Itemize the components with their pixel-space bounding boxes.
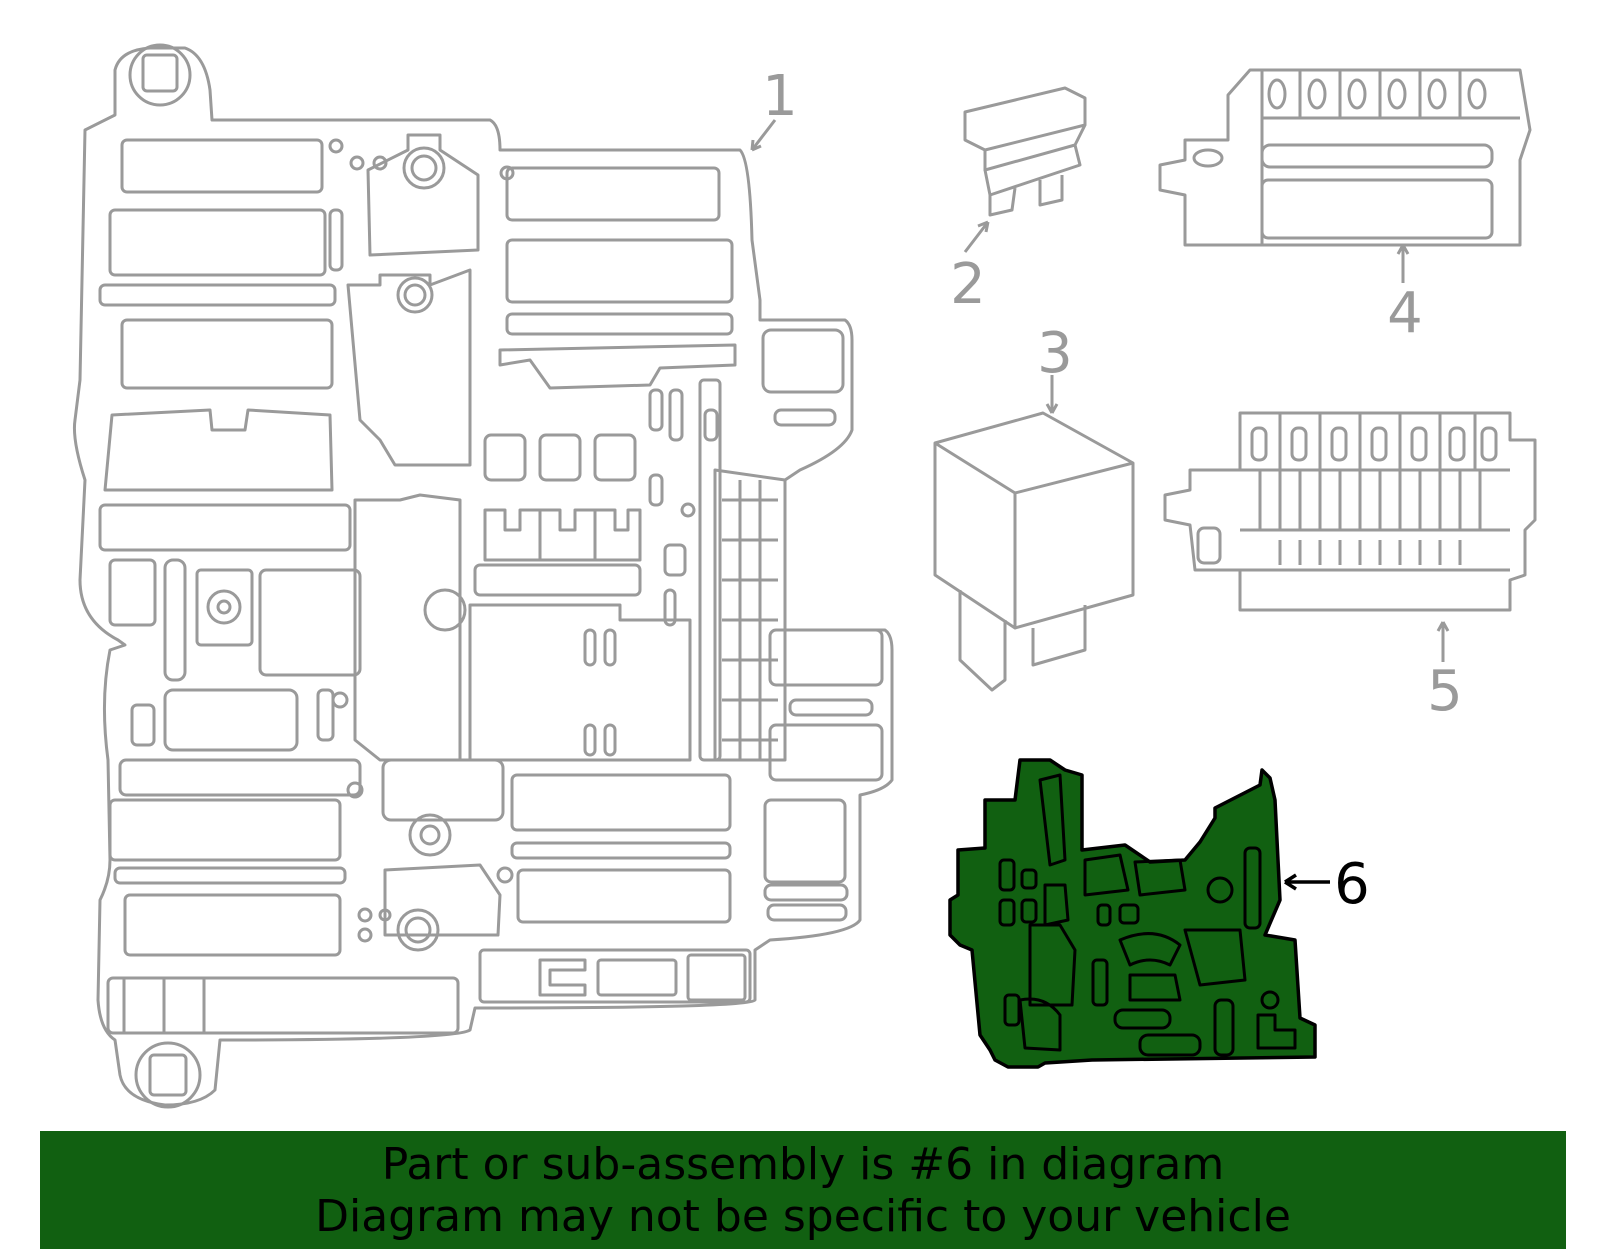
callout-4: 4 xyxy=(1387,281,1423,346)
leader-lines xyxy=(750,119,1450,662)
part-6-bus-bar xyxy=(948,758,1330,1069)
info-banner: Part or sub-assembly is #6 in diagram Di… xyxy=(40,1131,1566,1249)
banner-line-1: Part or sub-assembly is #6 in diagram xyxy=(381,1139,1225,1190)
part-4-fuse-holder xyxy=(1158,68,1532,247)
callout-2: 2 xyxy=(950,252,986,317)
callout-1: 1 xyxy=(762,64,798,129)
callout-5: 5 xyxy=(1427,659,1463,724)
callout-3: 3 xyxy=(1037,321,1073,386)
part-1-fuse-box xyxy=(73,43,894,1109)
banner-line-2: Diagram may not be specific to your vehi… xyxy=(315,1191,1291,1242)
part-2-blade-fuse xyxy=(963,86,1087,217)
callout-6: 6 xyxy=(1334,852,1370,917)
diagram-canvas: 1 2 3 4 5 6 xyxy=(73,43,1537,1109)
part-5-fuse-holder xyxy=(1163,411,1537,612)
part-3-relay xyxy=(933,411,1135,692)
